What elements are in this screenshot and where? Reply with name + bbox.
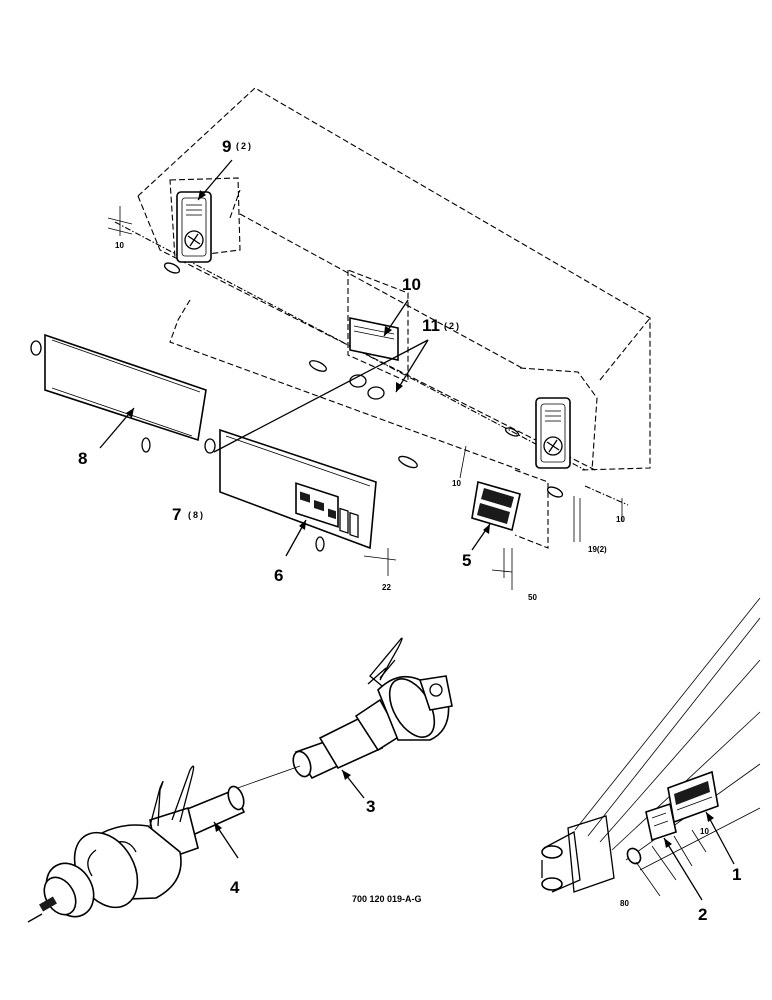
callout-1: 1 xyxy=(732,865,741,884)
panel-part-6 xyxy=(204,428,377,552)
decal-part-9-right xyxy=(535,397,571,469)
dim-decal5: 50 xyxy=(528,593,537,602)
driveline-part-3 xyxy=(292,637,453,780)
qty-9: (2) xyxy=(236,141,253,151)
decal-part-10 xyxy=(349,317,399,361)
leader-lines-lower-right xyxy=(663,811,735,901)
leader-lines-lower-left xyxy=(213,769,365,859)
drawing-code: 700 120 019-A-G xyxy=(352,894,422,904)
dim-tongue-80: 80 xyxy=(620,899,629,908)
tongue-assembly xyxy=(541,597,761,893)
dimension-marks-upper xyxy=(107,206,623,590)
dim-top-left: 10 xyxy=(115,241,124,250)
callout-11: 11 xyxy=(422,316,440,335)
decal-part-9-left xyxy=(176,191,212,263)
callout-5: 5 xyxy=(462,551,471,570)
callout-10: 10 xyxy=(402,275,421,294)
callout-6: 6 xyxy=(274,566,283,585)
dim-panel-bottom: 22 xyxy=(382,583,391,592)
dimension-marks-lower-right xyxy=(635,829,707,897)
dim-mid: 10 xyxy=(452,479,461,488)
callout-7: 7 xyxy=(172,505,181,524)
decal-part-2 xyxy=(645,802,677,842)
decal-on-panel-6 xyxy=(295,482,359,539)
qty-7: (8) xyxy=(188,510,205,520)
driveline-part-4 xyxy=(27,765,246,923)
decal-part-5 xyxy=(471,480,521,532)
callout-8: 8 xyxy=(78,449,87,468)
dim-tongue-10: 10 xyxy=(700,827,709,836)
dim-right: 10 xyxy=(616,515,625,524)
callout-4: 4 xyxy=(230,878,240,897)
qty-11: (2) xyxy=(444,321,461,331)
callout-9: 9 xyxy=(222,137,231,156)
housing-slots xyxy=(163,262,564,498)
housing-outline xyxy=(114,87,651,549)
callout-3: 3 xyxy=(366,797,375,816)
shaft-centerline xyxy=(231,765,301,791)
dim-offset-right: 19(2) xyxy=(588,545,607,554)
leader-lines-upper xyxy=(99,159,491,557)
callout-2: 2 xyxy=(698,905,707,924)
panel-part-8 xyxy=(30,333,207,453)
decal-part-1 xyxy=(667,770,719,824)
